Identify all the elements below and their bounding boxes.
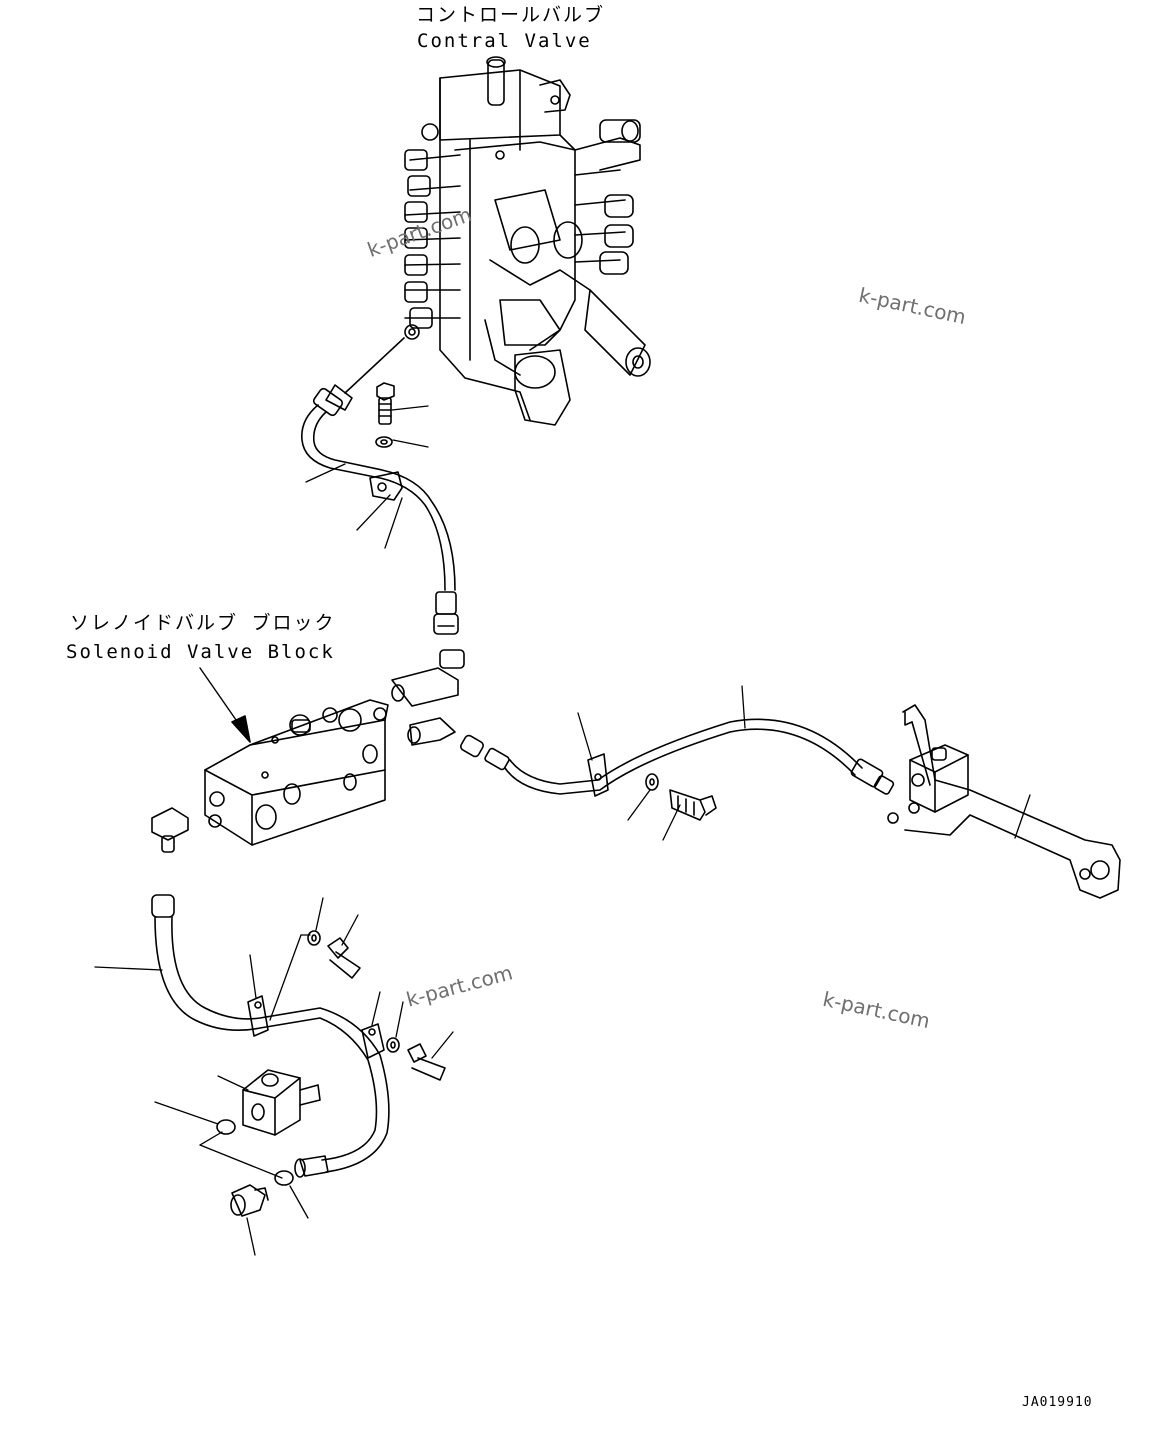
right-bolt [669, 789, 717, 821]
lower-hose-clamp-1 [247, 995, 269, 1037]
control-valve-label-en: Contral Valve [417, 30, 592, 52]
tee-fitting-block [242, 1069, 321, 1136]
upper-bolt [376, 382, 395, 425]
upper-clamp [369, 471, 403, 501]
lower-washer-1 [307, 930, 321, 946]
o-ring-1 [216, 1119, 236, 1135]
adapter-fitting [230, 1184, 269, 1217]
lower-bolt-2 [407, 1043, 446, 1081]
lower-hose [151, 894, 390, 1178]
solenoid-pointer-arrow [199, 667, 251, 743]
control-valve-assembly [404, 56, 651, 426]
lower-hose-clamp-2 [361, 1023, 385, 1059]
solenoid-block-label-en: Solenoid Valve Block [66, 641, 335, 663]
solenoid-valve-block [204, 699, 389, 846]
right-hose-clamp [587, 753, 609, 797]
elbow-fitting-left [151, 807, 189, 853]
lower-bolt-1 [327, 937, 361, 979]
solenoid-side-fittings [391, 649, 465, 746]
o-ring-2 [274, 1170, 294, 1186]
right-washer [645, 773, 659, 791]
upper-washer [375, 436, 393, 448]
callout-leader-lines [94, 405, 1031, 1256]
right-hose [460, 718, 895, 795]
bracket-valve [887, 744, 969, 824]
solenoid-block-label-jp: ソレノイドバルブ ブロック [70, 612, 336, 634]
mounting-bracket [902, 704, 1121, 899]
drawing-code: JA019910 [1022, 1395, 1093, 1410]
upper-hose [301, 337, 459, 635]
control-valve-label-jp: コントロールバルブ [416, 4, 606, 26]
lower-washer-2 [386, 1037, 400, 1053]
